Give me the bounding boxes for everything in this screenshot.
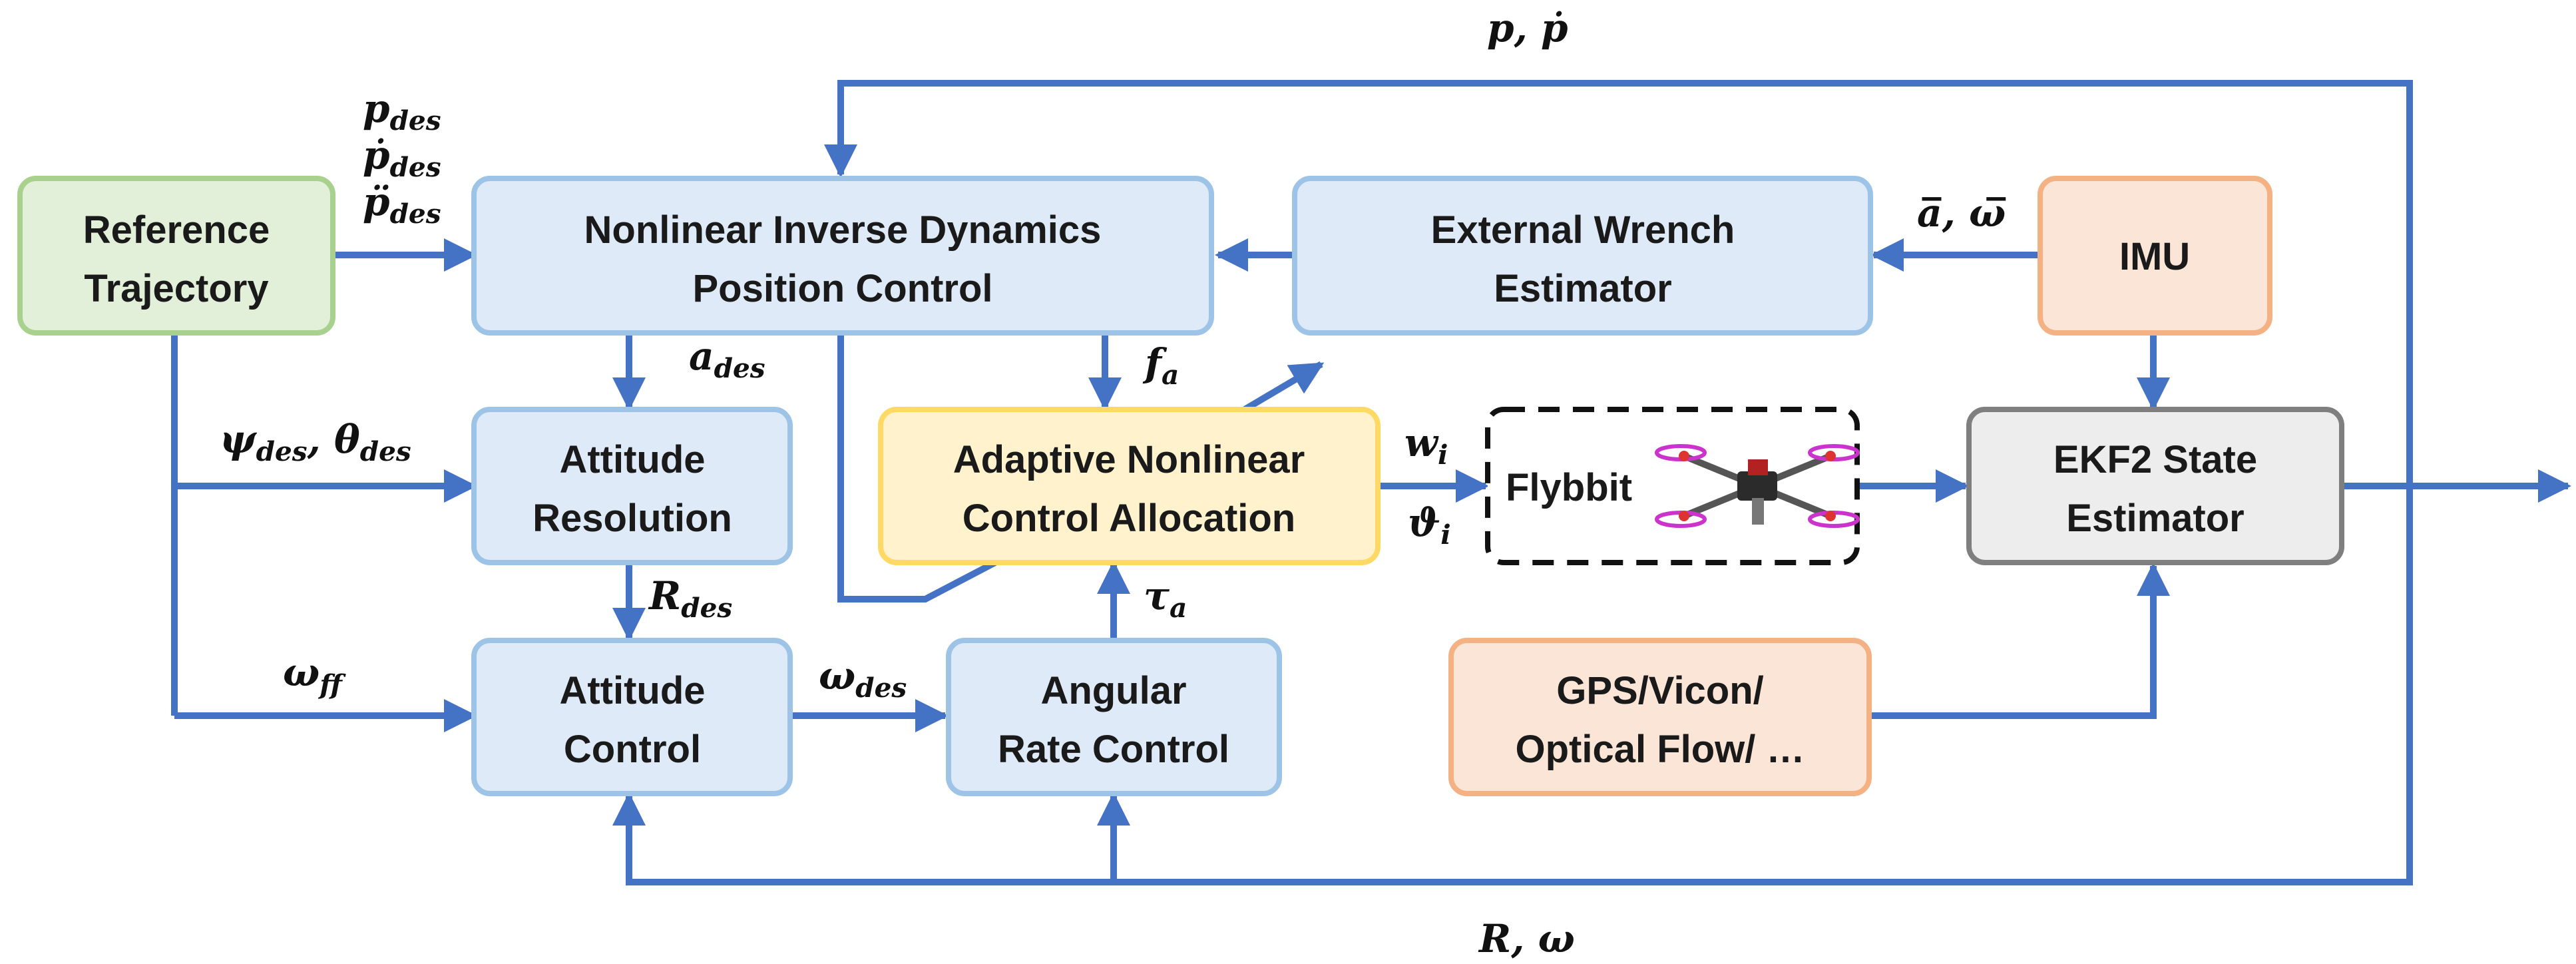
- tau-a-label: τa: [1144, 573, 1187, 624]
- attitude-resolution-line-1: Attitude: [559, 438, 705, 481]
- reference-trajectory-line-2: Trajectory: [84, 267, 268, 310]
- position-control-block: Nonlinear Inverse Dynamics Position Cont…: [471, 176, 1214, 336]
- flybbit-block: Flybbit: [1485, 407, 1860, 565]
- omega-ff-label: ωff: [283, 650, 346, 700]
- p-feedback-label: p, ṗ: [1487, 5, 1568, 51]
- quadrotor-drone-icon: [1655, 444, 1860, 528]
- r-omega-feedback-label: R, ω: [1478, 916, 1575, 961]
- adaptive-path-line: [837, 333, 997, 602]
- connections: [171, 80, 2571, 885]
- rate-control-line-2: Rate Control: [998, 728, 1229, 771]
- signal-labels: p, ṗ R, ω pdes ṗdes p̈des a̅, ω̅ ades fa…: [220, 5, 2006, 961]
- gps-to-ekf-line: [1870, 563, 2170, 719]
- control-allocation-line-1: Adaptive Nonlinear: [953, 438, 1305, 481]
- reference-trajectory-line-1: Reference: [83, 208, 270, 252]
- attitude-control-block: Attitude Control: [471, 638, 793, 796]
- control-allocation-line-2: Control Allocation: [963, 497, 1295, 540]
- attitude-control-line-2: Control: [564, 728, 701, 771]
- control-allocation-block: Adaptive Nonlinear Control Allocation: [878, 407, 1381, 565]
- pdot-des-label: ṗdes: [363, 132, 441, 183]
- ekf2-line-1: EKF2 State: [2053, 438, 2257, 481]
- a-des-label: ades: [689, 334, 765, 384]
- imu-label: IMU: [2119, 235, 2190, 278]
- w-i-label: wi: [1404, 420, 1448, 471]
- gps-line-1: GPS/Vicon/: [1556, 669, 1764, 712]
- imu-measurement-label: a̅, ω̅: [1917, 190, 2006, 236]
- ekf2-line-2: Estimator: [2066, 497, 2245, 540]
- r-des-label: Rdes: [648, 573, 732, 624]
- rate-control-line-1: Angular: [1040, 669, 1186, 712]
- gps-block: GPS/Vicon/ Optical Flow/ …: [1448, 638, 1872, 796]
- wrench-estimator-line-1: External Wrench: [1431, 208, 1735, 252]
- attitude-resolution-block: Attitude Resolution: [471, 407, 793, 565]
- attitude-resolution-line-2: Resolution: [533, 497, 732, 540]
- wrench-estimator-line-2: Estimator: [1494, 267, 1672, 310]
- gps-line-2: Optical Flow/ …: [1515, 728, 1805, 771]
- attitude-control-line-1: Attitude: [559, 669, 705, 712]
- omega-des-label: ωdes: [819, 653, 907, 704]
- p-des-label: pdes: [363, 86, 441, 136]
- position-control-line-2: Position Control: [692, 267, 992, 310]
- theta-i-label: ϑi: [1408, 500, 1451, 551]
- psi-theta-des-label: ψdes, θdes: [220, 417, 411, 467]
- ekf2-block: EKF2 State Estimator: [1966, 407, 2344, 565]
- wrench-estimator-block: External Wrench Estimator: [1292, 176, 1873, 336]
- pddot-des-label: p̈des: [363, 179, 441, 230]
- reference-trajectory-block: Reference Trajectory: [17, 176, 335, 336]
- r-omega-feedback-line: [612, 486, 2413, 885]
- rate-control-block: Angular Rate Control: [946, 638, 1282, 796]
- imu-block: IMU: [2038, 176, 2272, 336]
- adaptive-update-line: [1243, 361, 1325, 413]
- f-a-label: fa: [1142, 340, 1179, 391]
- flybbit-label: Flybbit: [1506, 466, 1632, 509]
- position-control-line-1: Nonlinear Inverse Dynamics: [584, 208, 1102, 252]
